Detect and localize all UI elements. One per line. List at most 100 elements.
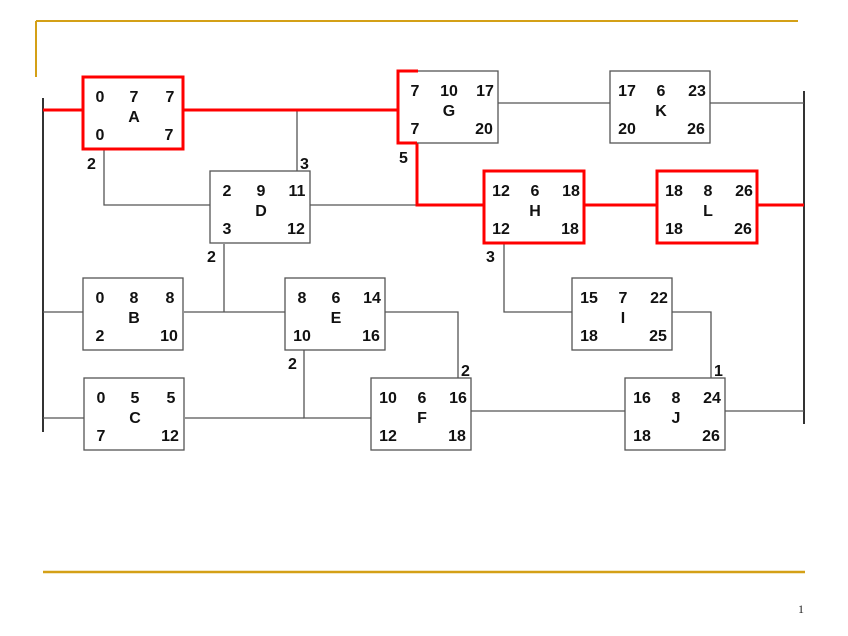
node-lf: 25 — [649, 328, 667, 345]
node-es: 0 — [96, 290, 105, 307]
node-f: 10 6 16F 12 18 — [370, 377, 472, 451]
node-lf: 26 — [702, 428, 720, 445]
critical-G-H — [415, 143, 484, 207]
lag-label: 2 — [288, 356, 297, 373]
node-duration: 7 — [619, 290, 628, 307]
node-ef: 7 — [166, 89, 175, 106]
node-es: 18 — [665, 183, 683, 200]
node-box — [482, 169, 586, 245]
node-duration: 10 — [440, 83, 458, 100]
lag-labels: 2 3 5 2 3 2 2 1 — [87, 150, 723, 380]
node-lf: 16 — [362, 328, 380, 345]
node-es: 2 — [223, 183, 232, 200]
node-g-critical-edge — [396, 69, 418, 145]
critical-path — [43, 108, 804, 207]
lag-label: 2 — [207, 249, 216, 266]
node-duration: 8 — [704, 183, 713, 200]
node-box — [284, 277, 386, 351]
node-lf: 12 — [287, 221, 305, 238]
node-es: 10 — [379, 390, 397, 407]
node-es: 7 — [411, 83, 420, 100]
node-duration: 6 — [418, 390, 427, 407]
node-ef: 23 — [688, 83, 706, 100]
node-duration: 5 — [131, 390, 140, 407]
node-lf: 20 — [475, 121, 493, 138]
node-ef: 22 — [650, 290, 668, 307]
node-es: 0 — [97, 390, 106, 407]
node-box — [370, 377, 472, 451]
node-lf: 12 — [161, 428, 179, 445]
node-name: I — [621, 310, 625, 327]
node-duration: 7 — [130, 89, 139, 106]
node-name: D — [255, 203, 267, 220]
node-duration: 8 — [130, 290, 139, 307]
node-ls: 20 — [618, 121, 636, 138]
node-duration: 9 — [257, 183, 266, 200]
node-ef: 5 — [167, 390, 176, 407]
node-ls: 0 — [96, 127, 105, 144]
lag-label: 2 — [87, 156, 96, 173]
node-es: 15 — [580, 290, 598, 307]
node-i: 15 7 22I 18 25 — [571, 277, 673, 351]
node-lf: 7 — [165, 127, 174, 144]
node-duration: 6 — [531, 183, 540, 200]
connectors — [43, 102, 804, 419]
node-ls: 7 — [97, 428, 106, 445]
node-es: 0 — [96, 89, 105, 106]
node-ls: 18 — [665, 221, 683, 238]
node-lf: 10 — [160, 328, 178, 345]
node-ef: 16 — [449, 390, 467, 407]
node-box — [655, 169, 759, 245]
node-ef: 14 — [363, 290, 381, 307]
node-box — [82, 277, 184, 351]
node-box — [571, 277, 673, 351]
node-duration: 8 — [672, 390, 681, 407]
node-name: E — [331, 310, 342, 327]
node-box — [209, 170, 311, 244]
node-ls: 10 — [293, 328, 311, 345]
node-name: J — [672, 410, 681, 427]
node-ef: 17 — [476, 83, 494, 100]
node-lf: 18 — [448, 428, 466, 445]
connector-E-F-ss — [303, 350, 371, 419]
node-duration: 6 — [332, 290, 341, 307]
node-ef: 11 — [289, 183, 306, 200]
node-ls: 2 — [96, 328, 105, 345]
node-ls: 18 — [633, 428, 651, 445]
node-name: L — [703, 203, 713, 220]
node-ls: 12 — [379, 428, 397, 445]
node-box — [624, 377, 726, 451]
node-lf: 26 — [687, 121, 705, 138]
lag-label: 1 — [714, 363, 723, 380]
node-ef: 8 — [166, 290, 175, 307]
connector-E-F-ff — [385, 311, 459, 378]
node-box — [81, 75, 185, 151]
lag-label: 3 — [486, 249, 495, 266]
node-ef: 26 — [735, 183, 753, 200]
node-box — [83, 377, 185, 451]
connector-H-I — [503, 244, 572, 313]
node-name: K — [655, 103, 667, 120]
node-ef: 24 — [703, 390, 721, 407]
page-number: 1 — [798, 602, 804, 616]
node-name: H — [529, 203, 541, 220]
node-lf: 18 — [561, 221, 579, 238]
node-ls: 18 — [580, 328, 598, 345]
node-name: F — [417, 410, 427, 427]
node-lf: 26 — [734, 221, 752, 238]
lag-label: 2 — [461, 363, 470, 380]
node-es: 12 — [492, 183, 510, 200]
node-name: G — [443, 103, 455, 120]
node-box — [609, 70, 711, 144]
node-es: 17 — [618, 83, 636, 100]
node-name: A — [128, 109, 140, 126]
